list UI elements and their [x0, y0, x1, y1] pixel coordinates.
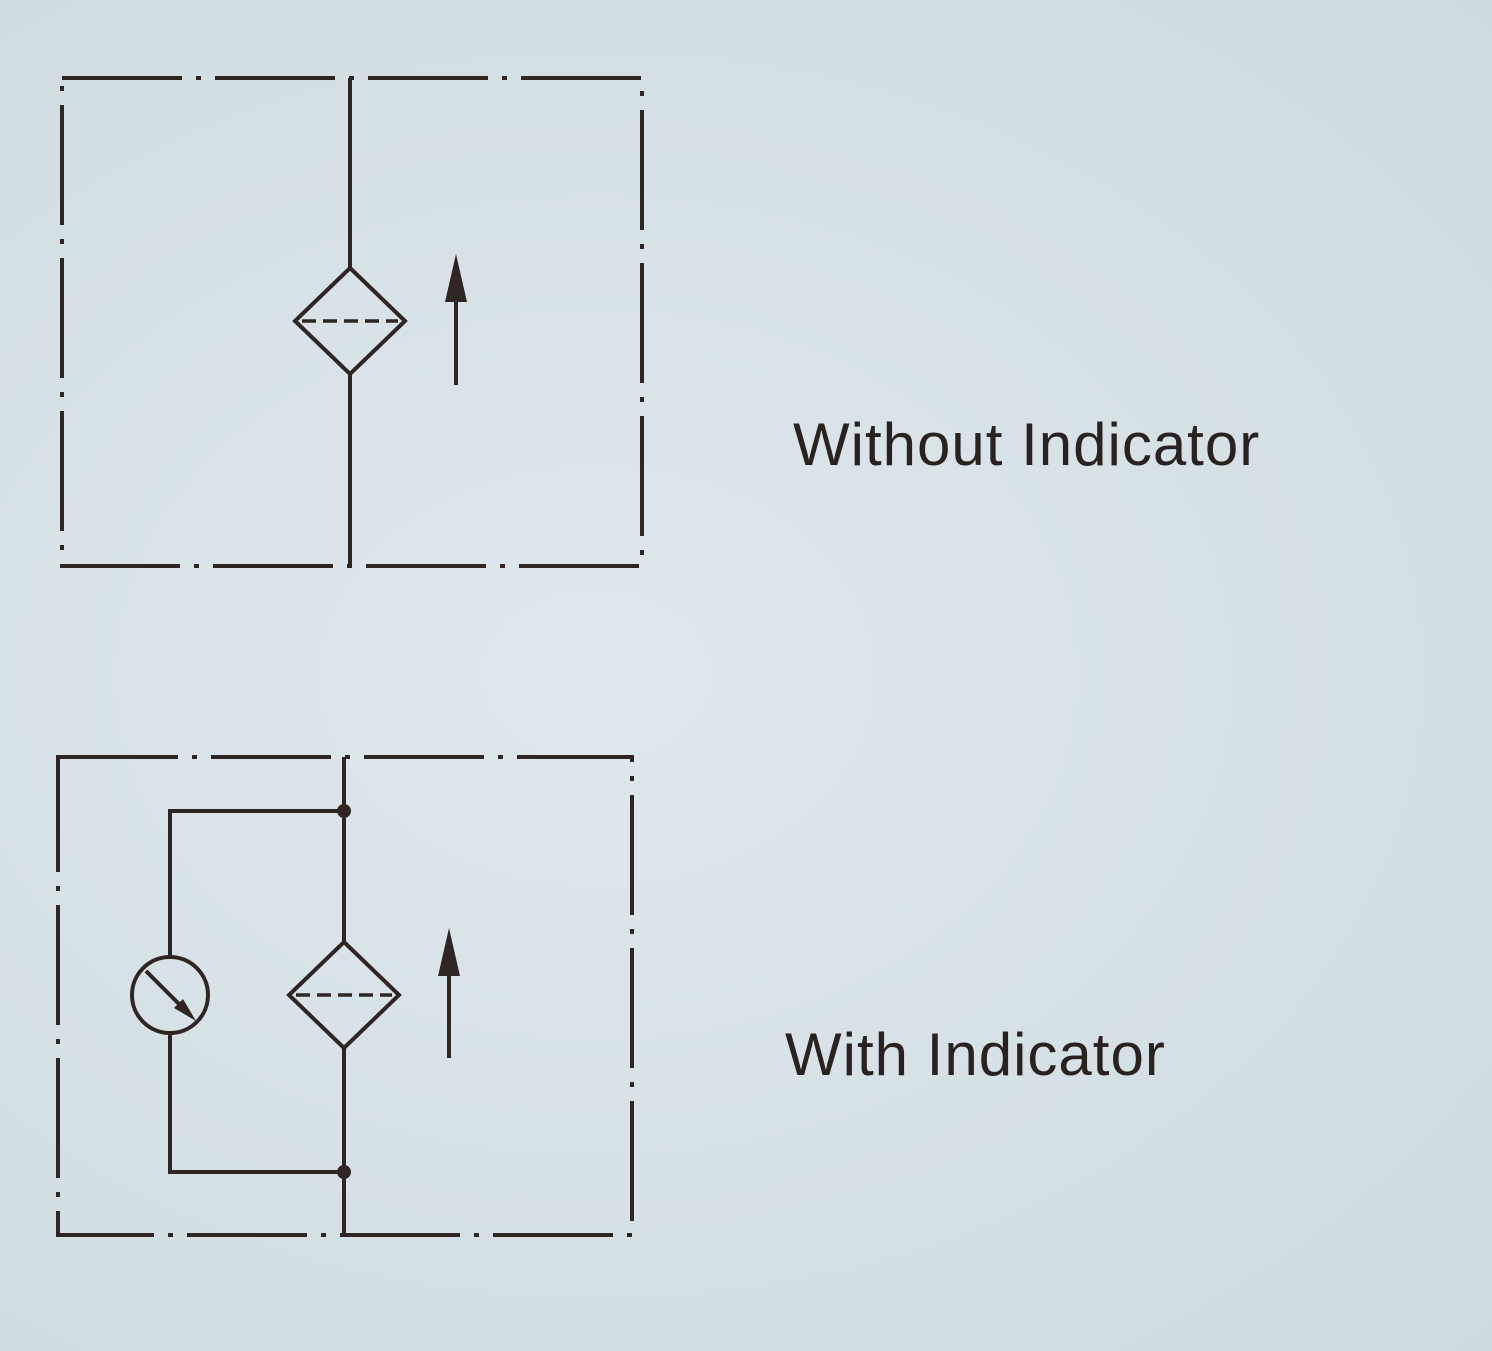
filter-symbol-without-indicator — [60, 76, 644, 568]
gauge-line-lower — [168, 1033, 344, 1174]
filter-symbol-with-indicator — [56, 755, 634, 1237]
pressure-gauge-icon — [130, 955, 210, 1035]
junction-dot-lower — [337, 1165, 351, 1179]
gauge-line-upper — [168, 809, 344, 957]
label-without-indicator: Without Indicator — [793, 411, 1261, 478]
junction-dot-upper — [337, 804, 351, 818]
flow-arrow-up-icon — [438, 928, 460, 1058]
flow-arrow-up-icon — [445, 254, 467, 385]
label-with-indicator: With Indicator — [785, 1021, 1166, 1088]
